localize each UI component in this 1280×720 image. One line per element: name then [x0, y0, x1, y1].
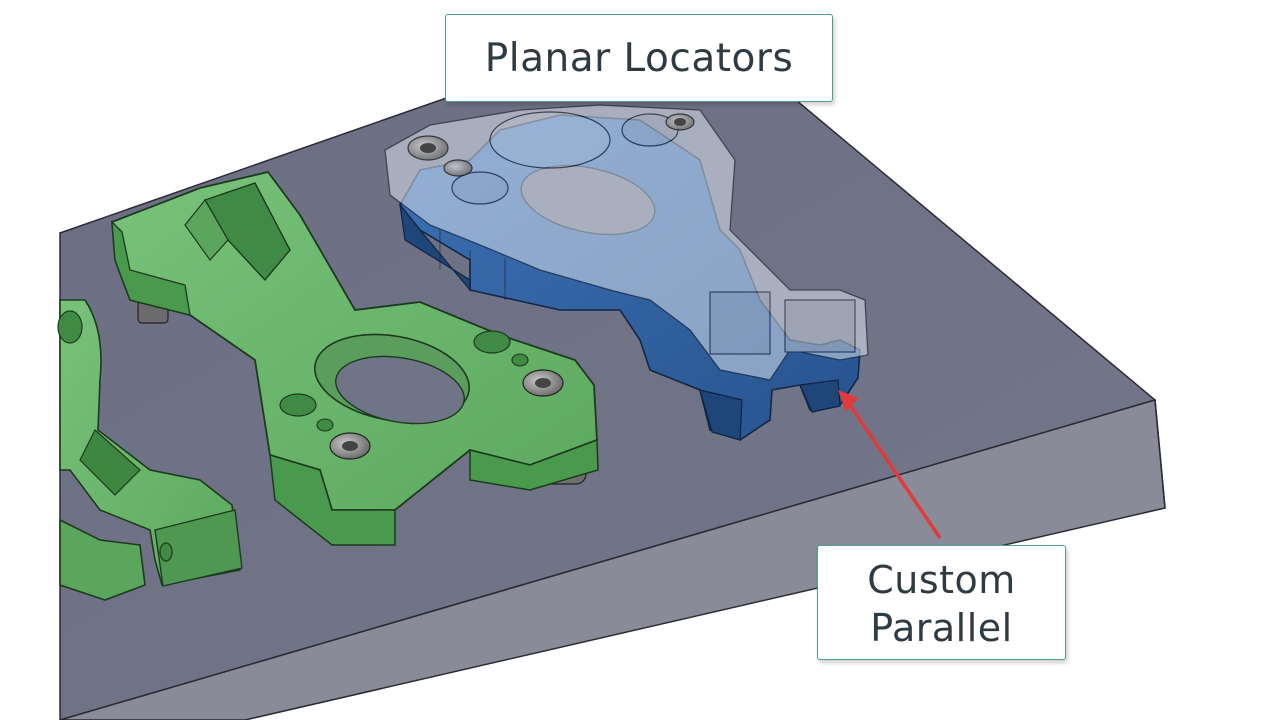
planar-locator-transparent[interactable] — [384, 104, 869, 381]
cap-screw — [522, 369, 564, 397]
cap-screw — [329, 432, 371, 460]
callout-planar-locators: Planar Locators — [445, 14, 833, 102]
green-clamp-middle[interactable] — [111, 170, 599, 546]
green-clamp-left[interactable] — [57, 299, 243, 601]
base-plate-top — [59, 94, 1157, 720]
cap-screw — [407, 135, 449, 161]
base-plate[interactable] — [59, 94, 1166, 720]
callout-custom-parallel-line2: Parallel — [870, 606, 1013, 650]
callout-custom-parallel: Custom Parallel — [817, 545, 1066, 660]
cap-screw — [665, 113, 695, 131]
annotation-arrow — [838, 390, 942, 539]
cap-screw — [443, 159, 473, 177]
callout-custom-parallel-line1: Custom — [867, 558, 1016, 602]
